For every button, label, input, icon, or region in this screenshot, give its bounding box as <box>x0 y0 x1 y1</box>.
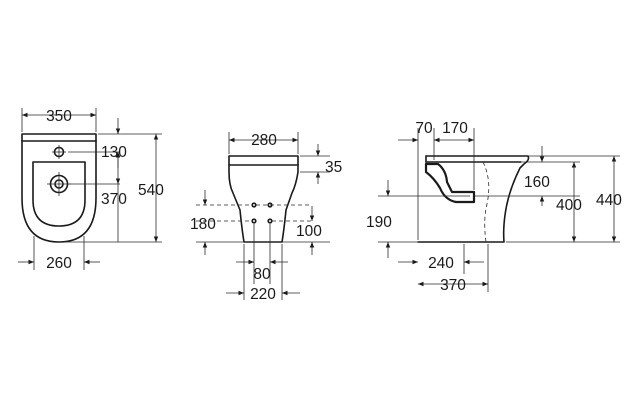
profile-depth-240-label: 240 <box>428 255 454 272</box>
front-view: 280 35 180 100 80 220 <box>190 132 342 303</box>
plan-base-width-label: 260 <box>46 255 72 272</box>
front-height-left-label: 180 <box>190 216 216 233</box>
front-base-width-label: 220 <box>250 286 276 303</box>
profile-offset-a-label: 70 <box>415 120 433 137</box>
plan-view: 350 130 370 540 260 <box>18 108 164 272</box>
plan-width-label: 350 <box>46 108 72 125</box>
tap-hole-icon <box>52 145 66 159</box>
front-rim-label: 35 <box>325 159 342 176</box>
plan-bowl <box>32 161 86 227</box>
front-width-label: 280 <box>251 132 277 149</box>
profile-offset-b-label: 170 <box>442 120 468 137</box>
plan-outline <box>21 133 97 243</box>
front-fixing-spacing-label: 80 <box>253 266 271 283</box>
profile-depth-370-label: 370 <box>440 277 466 294</box>
front-height-right-label: 100 <box>296 223 322 240</box>
drain-icon <box>47 172 71 196</box>
profile-view: 70 170 160 400 440 190 240 370 <box>366 120 622 294</box>
profile-height-440-label: 440 <box>596 192 622 209</box>
profile-height-190-label: 190 <box>366 214 392 231</box>
plan-depth-top-label: 130 <box>101 144 127 161</box>
fixing-holes-icon <box>251 202 273 224</box>
front-outline <box>228 155 299 243</box>
plan-total-depth-label: 540 <box>138 182 164 199</box>
profile-height-160-label: 160 <box>524 174 550 191</box>
plan-depth-hole-label: 370 <box>101 191 127 208</box>
profile-height-400-label: 400 <box>556 197 582 214</box>
profile-outlet-section <box>424 162 476 204</box>
profile-outline <box>417 155 530 243</box>
profile-bowl-hidden <box>482 161 490 243</box>
